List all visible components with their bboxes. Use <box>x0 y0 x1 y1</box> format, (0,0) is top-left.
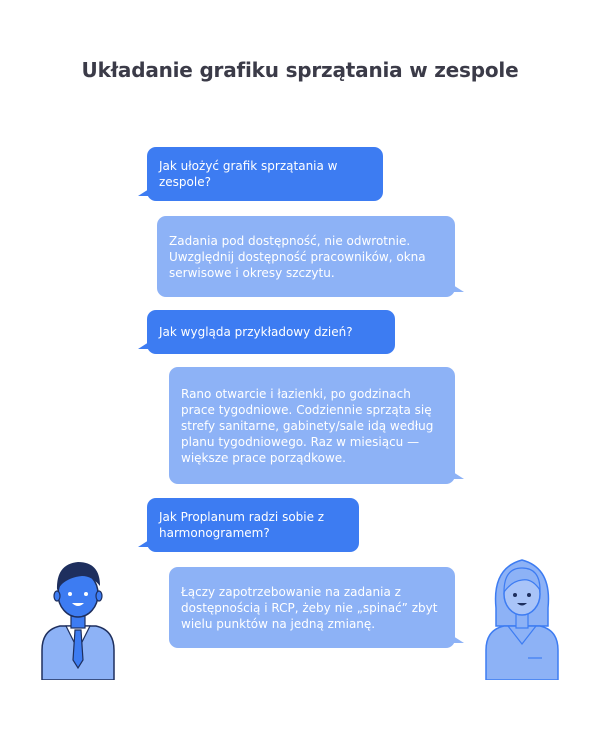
question-bubble-3: Jak Proplanum radzi sobie z harmonograme… <box>138 498 359 552</box>
question-bubble-1: Jak ułożyć grafik sprzątania w zespole? <box>138 147 383 201</box>
question-text-1: Jak ułożyć grafik sprzątania w zespole? <box>159 159 338 189</box>
man-avatar-icon <box>41 562 115 680</box>
woman-avatar-icon <box>485 559 559 680</box>
page-title: Układanie grafiku sprzątania w zespole <box>81 58 519 82</box>
question-text-2: Jak wygląda przykładowy dzień? <box>159 325 353 339</box>
question-bubble-2: Jak wygląda przykładowy dzień? <box>138 310 395 354</box>
answer-bubble-3: Łączy zapotrzebowanie na zadania z dostę… <box>169 567 464 648</box>
answer-text-2: Rano otwarcie i łazienki, po godzinach p… <box>181 386 434 465</box>
answer-text-1: Zadania pod dostępność, nie odwrotnie. U… <box>169 233 426 280</box>
question-text-3: Jak Proplanum radzi sobie z harmonograme… <box>159 510 325 540</box>
answer-bubble-2: Rano otwarcie i łazienki, po godzinach p… <box>169 367 464 484</box>
answer-text-3: Łączy zapotrzebowanie na zadania z dostę… <box>181 584 438 631</box>
answer-bubble-1: Zadania pod dostępność, nie odwrotnie. U… <box>157 216 464 297</box>
